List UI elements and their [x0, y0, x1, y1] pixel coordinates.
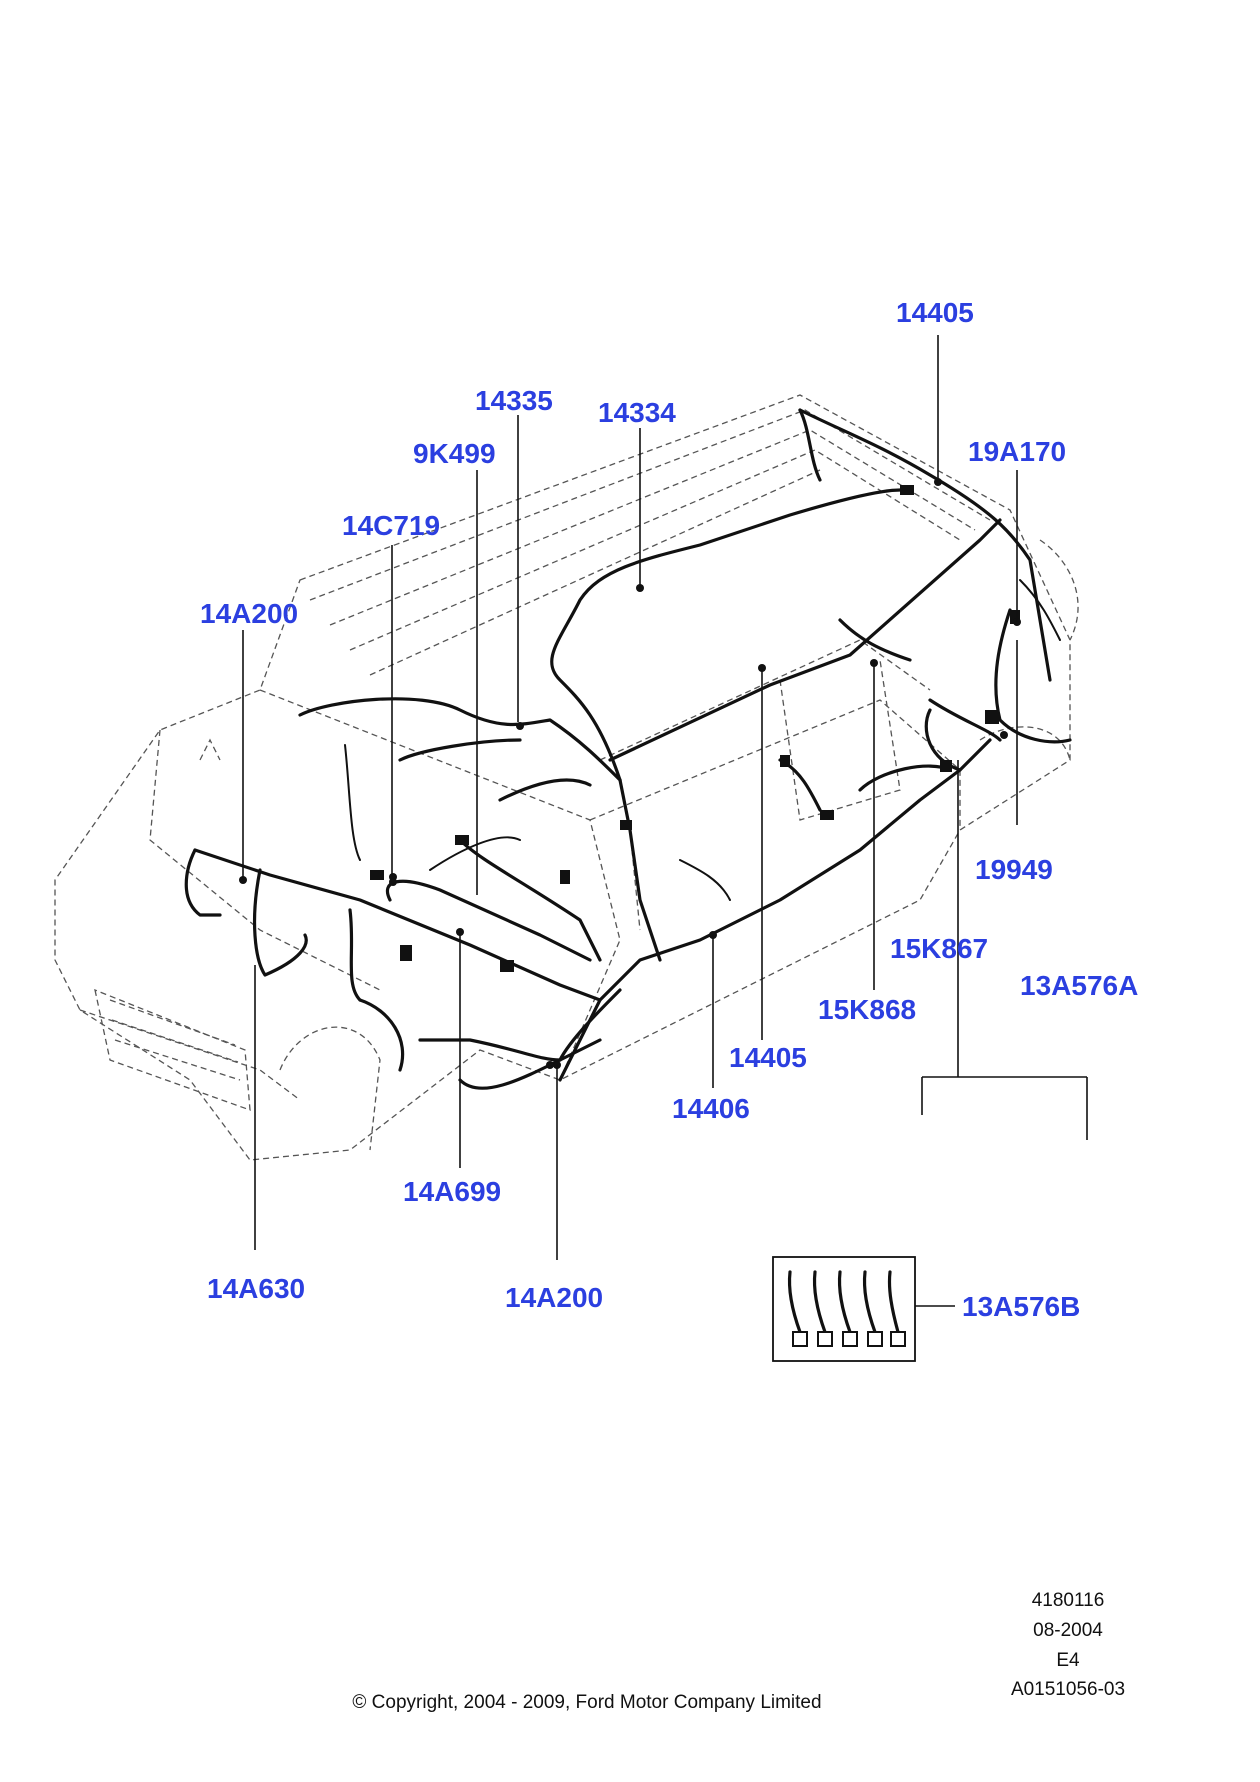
- doc-edition: E4: [1056, 1650, 1080, 1671]
- callout-14405-top: 14405: [896, 297, 974, 328]
- pigtail-connector-inset: [772, 1256, 916, 1362]
- callout-14A699: 14A699: [403, 1176, 501, 1207]
- callout-14334: 14334: [598, 397, 676, 428]
- callout-19A170: 19A170: [968, 436, 1066, 467]
- callout-13A576A: 13A576A: [1020, 970, 1138, 1001]
- wiring-harness: [184, 408, 1072, 1090]
- leader-lines: [242, 335, 1088, 1307]
- callout-9K499: 9K499: [413, 438, 496, 469]
- callout-14406: 14406: [672, 1093, 750, 1124]
- doc-date: 08-2004: [1033, 1620, 1103, 1641]
- callout-14A630: 14A630: [207, 1273, 305, 1304]
- vehicle-body-outline: [54, 394, 1079, 1161]
- document-info: 4180116 08-2004 E4 A0151056-03 © Copyrig…: [352, 1590, 1125, 1713]
- callout-14C719: 14C719: [342, 510, 440, 541]
- callout-15K868: 15K868: [818, 994, 916, 1025]
- doc-reference: A0151056-03: [1011, 1679, 1125, 1700]
- callout-14A200-bottom: 14A200: [505, 1282, 603, 1313]
- callout-14A200-left: 14A200: [200, 598, 298, 629]
- callout-13A576B: 13A576B: [962, 1291, 1080, 1322]
- doc-number: 4180116: [1032, 1590, 1105, 1611]
- callout-15K867: 15K867: [890, 933, 988, 964]
- copyright-notice: © Copyright, 2004 - 2009, Ford Motor Com…: [352, 1692, 821, 1713]
- callout-14405-mid: 14405: [729, 1042, 807, 1073]
- pigtail-connector-icon: [787, 1270, 906, 1347]
- callout-labels: 14405 14335 14334 9K499 19A170 14C719 14…: [200, 297, 1138, 1322]
- callout-14335: 14335: [475, 385, 553, 416]
- callout-19949: 19949: [975, 854, 1053, 885]
